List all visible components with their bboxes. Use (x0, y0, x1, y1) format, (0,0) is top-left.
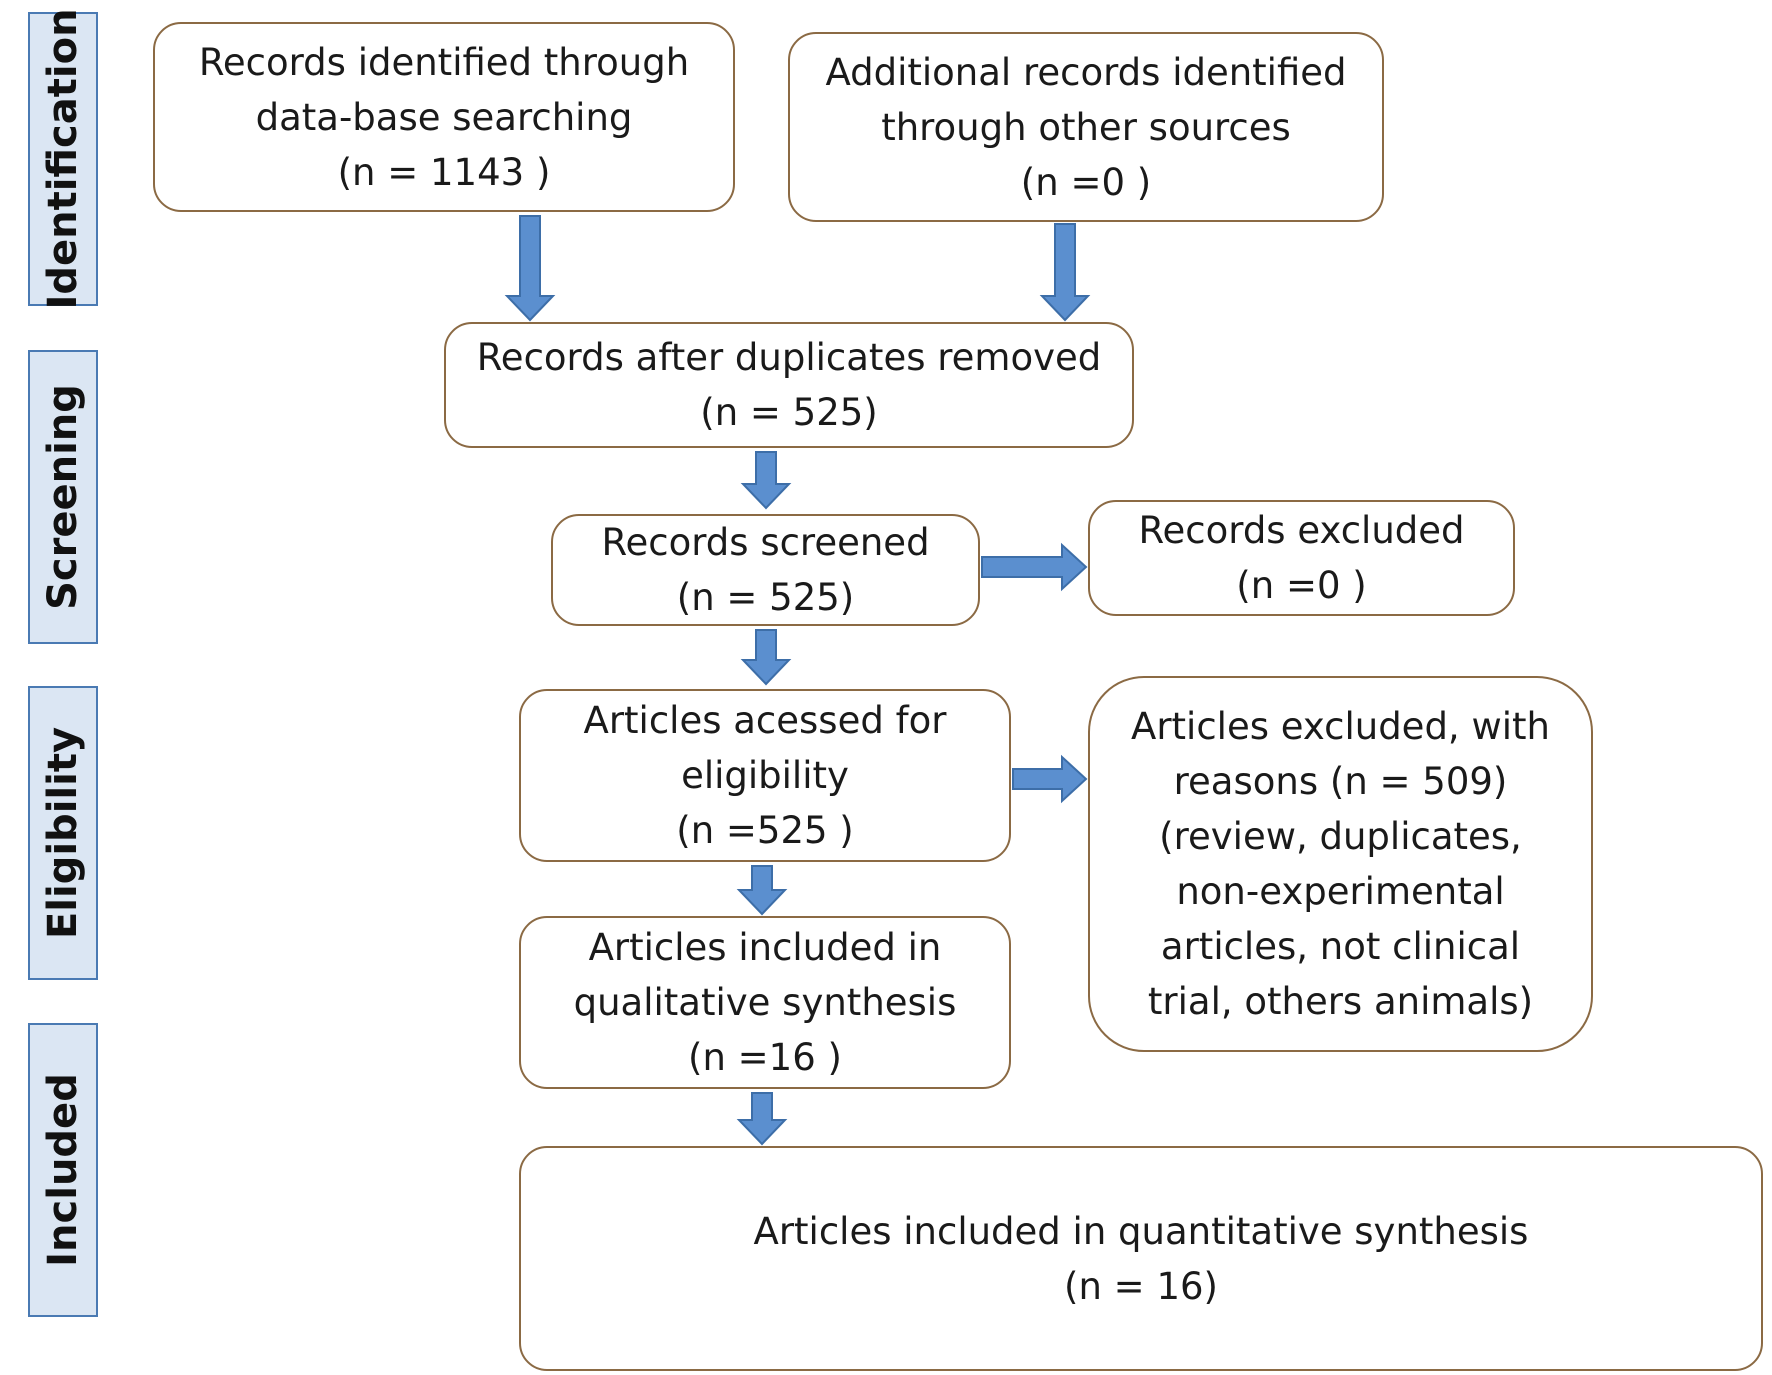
after-duplicates-line-1: Records after duplicates removed (476, 336, 1102, 379)
articles-excluded-line-2: reasons (n = 509) (1173, 760, 1508, 803)
arrow-down-eligibility-to-qualitative (736, 865, 788, 916)
quantitative-synthesis-box: Articles included in quantitative synthe… (519, 1146, 1763, 1371)
articles-excluded-line-6: trial, others animals) (1147, 980, 1534, 1023)
arrow-down-qualitative-to-quantitative (736, 1092, 788, 1146)
stage-identification-label: Identification (40, 8, 86, 310)
qualitative-count: (n =16 ) (688, 1036, 842, 1079)
database-search-line-2: data-base searching (255, 95, 633, 139)
stage-eligibility-label: Eligibility (40, 726, 86, 940)
stage-identification: Identification (28, 8, 98, 310)
qualitative-synthesis-box: Articles included in qualitative synthes… (519, 916, 1011, 1089)
eligibility-assessed-count: (n =525 ) (676, 809, 854, 852)
articles-excluded-line-5: articles, not clinical (1160, 925, 1521, 968)
after-duplicates-box: Records after duplicates removed (n = 52… (444, 322, 1134, 448)
after-duplicates-count: (n = 525) (700, 391, 878, 434)
arrow-down-screened-to-eligibility (740, 629, 792, 686)
arrow-right-eligibility-to-excluded (1012, 754, 1088, 804)
records-excluded-count: (n =0 ) (1236, 564, 1367, 607)
qualitative-line-2: qualitative synthesis (573, 981, 957, 1024)
records-excluded-line-1: Records excluded (1138, 509, 1465, 552)
eligibility-assessed-box: Articles acessed for eligibility (n =525… (519, 689, 1011, 862)
eligibility-assessed-line-2: eligibility (681, 754, 849, 797)
quantitative-line-1: Articles included in quantitative synthe… (753, 1209, 1529, 1253)
database-search-count: (n = 1143 ) (337, 150, 551, 194)
eligibility-assessed-line-1: Articles acessed for (583, 699, 947, 742)
articles-excluded-line-4: non-experimental (1176, 870, 1505, 913)
stage-screening: Screening (28, 350, 98, 644)
other-sources-box: Additional records identified through ot… (788, 32, 1384, 222)
qualitative-line-1: Articles included in (588, 926, 942, 969)
database-search-line-1: Records identified through (198, 40, 690, 84)
other-sources-line-2: through other sources (881, 105, 1291, 149)
arrow-down-other-to-duplicates (1039, 223, 1091, 322)
arrow-down-duplicates-to-screened (740, 451, 792, 510)
stage-included-label: Included (40, 1073, 86, 1267)
other-sources-line-1: Additional records identified (825, 50, 1347, 94)
arrow-down-database-to-duplicates (504, 215, 556, 322)
stage-eligibility: Eligibility (28, 686, 98, 980)
articles-excluded-box: Articles excluded, with reasons (n = 509… (1088, 676, 1593, 1052)
articles-excluded-line-3: (review, duplicates, (1159, 815, 1522, 858)
quantitative-count: (n = 16) (1064, 1264, 1218, 1308)
screened-count: (n = 525) (676, 576, 855, 619)
stage-screening-label: Screening (40, 384, 86, 610)
database-search-box: Records identified through data-base sea… (153, 22, 735, 212)
records-excluded-box: Records excluded (n =0 ) (1088, 500, 1515, 616)
articles-excluded-line-1: Articles excluded, with (1131, 705, 1550, 748)
arrow-right-screened-to-excluded (981, 542, 1088, 592)
screened-box: Records screened (n = 525) (551, 514, 980, 626)
other-sources-count: (n =0 ) (1020, 160, 1152, 204)
screened-line-1: Records screened (601, 521, 930, 564)
stage-included: Included (28, 1023, 98, 1317)
